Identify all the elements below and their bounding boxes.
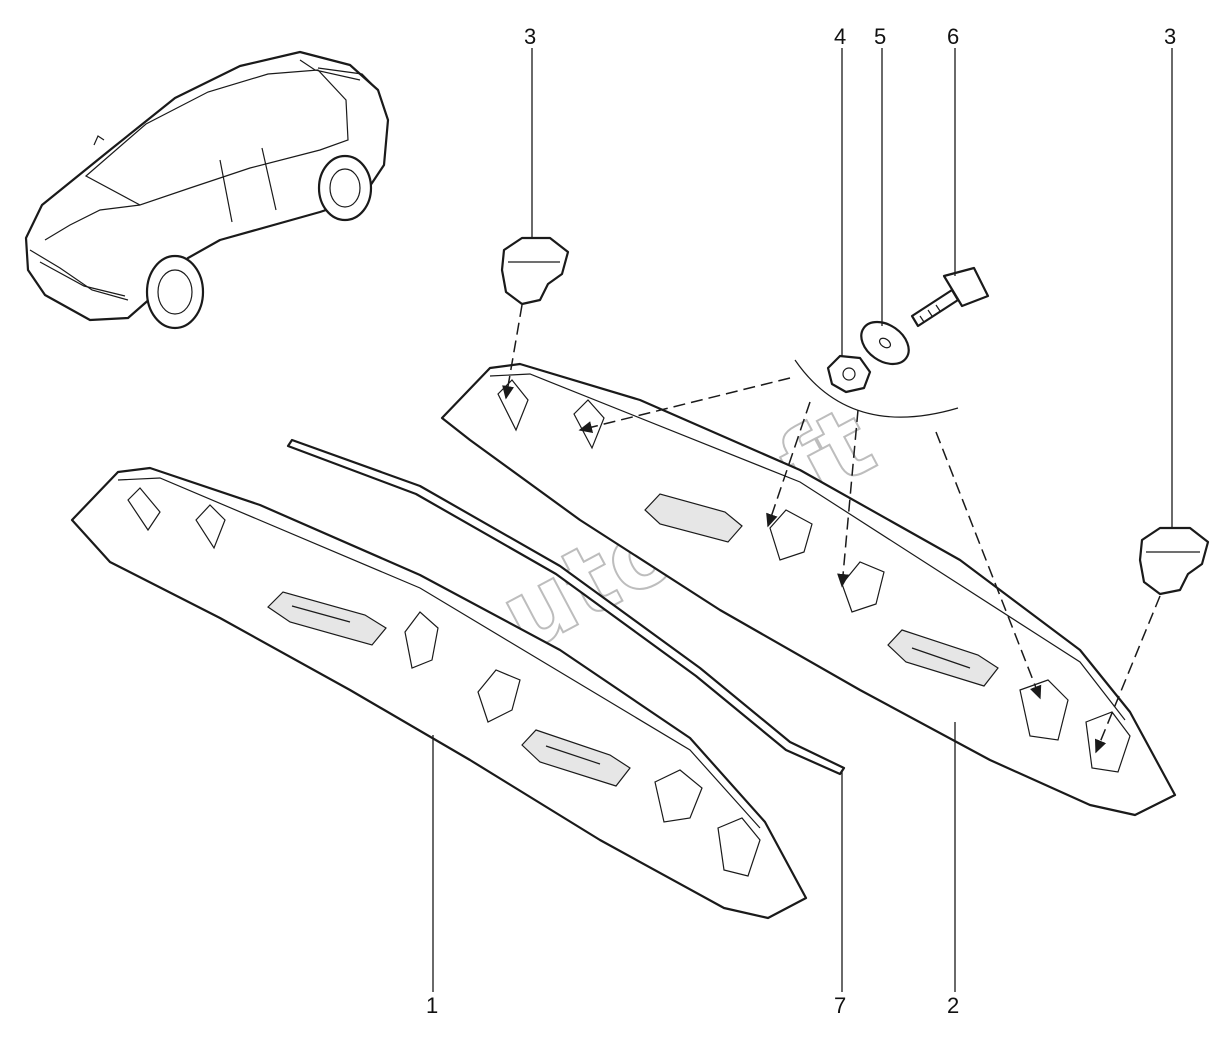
callout-4: 4 (834, 24, 846, 49)
callout-2: 2 (947, 993, 959, 1018)
assembly-lines (502, 304, 1161, 754)
callout-7: 7 (834, 993, 846, 1018)
callout-leaders (432, 48, 1173, 992)
callout-5: 5 (874, 24, 886, 49)
clip-part-3-top (500, 236, 570, 306)
nut-part-4 (826, 354, 872, 394)
washer-part-5 (860, 320, 910, 366)
callout-6: 6 (947, 24, 959, 49)
trim-panel-part-2 (440, 362, 1177, 817)
callout-3-left: 3 (524, 24, 536, 49)
seal-strip-part-7 (286, 438, 846, 776)
bolt-part-6 (910, 266, 990, 328)
clip-part-3-right (1138, 526, 1210, 596)
vehicle-illustration (24, 50, 390, 330)
callout-1: 1 (426, 993, 438, 1018)
callout-3-right: 3 (1164, 24, 1176, 49)
trim-panel-part-1 (70, 466, 808, 920)
